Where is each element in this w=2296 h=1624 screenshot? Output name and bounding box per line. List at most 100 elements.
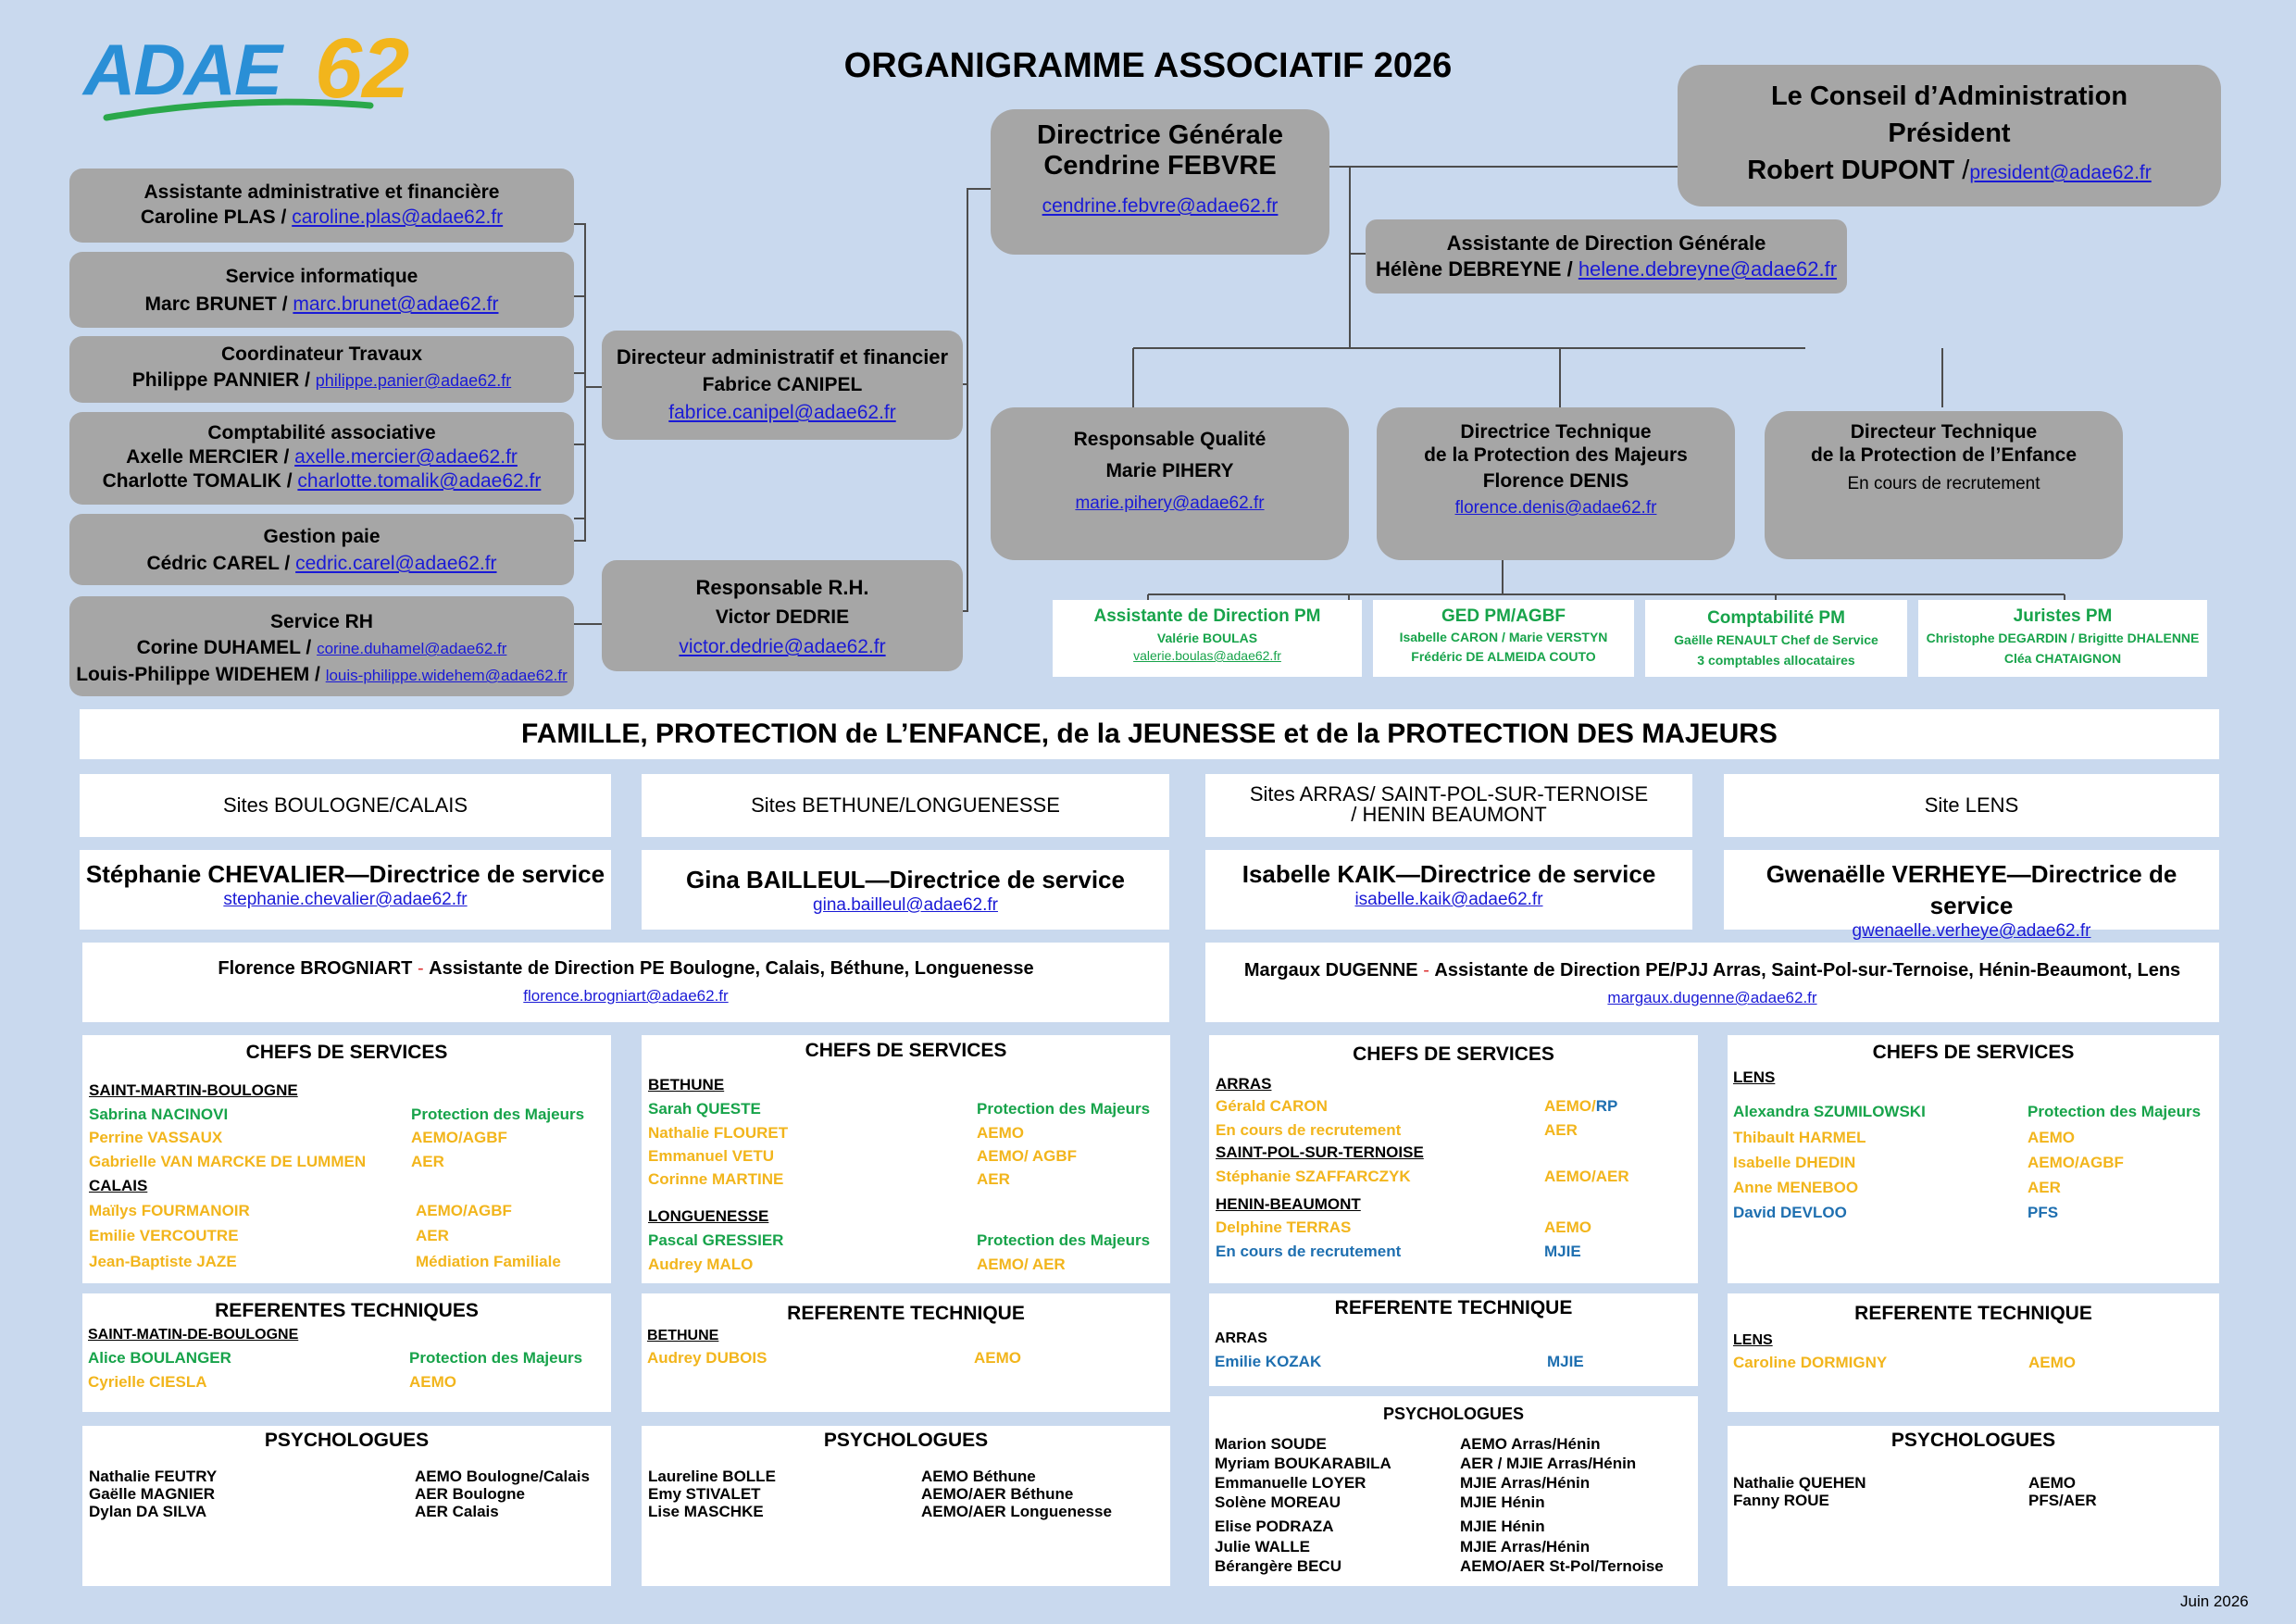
psy-name: Dylan DA SILVA: [89, 1503, 207, 1520]
rh-name: Victor DEDRIE: [715, 606, 850, 628]
pm-box-line: Gaëlle RENAULT Chef de Service: [1674, 632, 1878, 647]
email-link[interactable]: caroline.plas@adae62.fr: [292, 206, 504, 228]
site-name-line-2: / HENIN BEAUMONT: [1351, 803, 1547, 826]
chef-service: AER: [1544, 1121, 1578, 1139]
directeur-technique-pe-box: Directeur Technique de la Protection de …: [1765, 411, 2123, 559]
logo-text-adae: ADAE: [83, 29, 282, 110]
assistant-name: Florence BROGNIART: [218, 958, 413, 979]
chefs-services-lens: CHEFS DE SERVICES LENS Alexandra SZUMILO…: [1728, 1035, 2219, 1283]
chef-name: David DEVLOO: [1733, 1204, 1847, 1221]
person-name-2: Charlotte TOMALIK /: [102, 470, 298, 492]
adg-email-link[interactable]: helene.debreyne@adae62.fr: [1578, 257, 1838, 281]
psy-service: MJIE Arras/Hénin: [1460, 1474, 1591, 1492]
chef-name: Emmanuel VETU: [648, 1147, 775, 1165]
assistant-role: Assistante de Direction PE Boulogne, Cal…: [429, 958, 1034, 979]
daf-email-link[interactable]: fabrice.canipel@adae62.fr: [668, 402, 896, 423]
email-link[interactable]: axelle.mercier@adae62.fr: [294, 446, 518, 468]
chef-name: Sabrina NACINOVI: [89, 1106, 229, 1123]
box-title: Gestion paie: [263, 526, 381, 547]
pm-box-line-2: Frédéric DE ALMEIDA COUTO: [1411, 649, 1596, 664]
dtpm-email-link[interactable]: florence.denis@adae62.fr: [1454, 498, 1657, 518]
pm-box-title: Assistante de Direction PM: [1093, 606, 1321, 626]
chef-name: Pascal GRESSIER: [648, 1231, 784, 1249]
psychologues-boulogne: PSYCHOLOGUES Nathalie FEUTRY AEMO Boulog…: [82, 1426, 611, 1586]
group-label: BETHUNE: [647, 1328, 719, 1343]
chef-name: En cours de recrutement: [1216, 1121, 1402, 1139]
group-label: ARRAS: [1215, 1330, 1267, 1346]
ged-pm-agbf-box: GED PM/AGBF Isabelle CARON / Marie VERST…: [1373, 600, 1634, 677]
assistant-email-link[interactable]: florence.brogniart@adae62.fr: [523, 987, 729, 1005]
psy-service: MJIE Arras/Hénin: [1460, 1538, 1591, 1555]
psychologues-arras: PSYCHOLOGUES Marion SOUDE AEMO Arras/Hén…: [1209, 1396, 1698, 1586]
page-title: ORGANIGRAMME ASSOCIATIF 2026: [843, 46, 1453, 85]
director-email-link[interactable]: isabelle.kaik@adae62.fr: [1354, 890, 1543, 909]
psy-name: Marion SOUDE: [1215, 1435, 1327, 1453]
director-name: Isabelle KAIK—Directrice de service: [1242, 860, 1656, 888]
director-email-link[interactable]: stephanie.chevalier@adae62.fr: [223, 890, 468, 909]
chefs-services-arras: CHEFS DE SERVICES ARRAS Gérald CARON AEM…: [1209, 1035, 1698, 1283]
box-title: Coordinateur Travaux: [220, 344, 423, 365]
responsable-rh-box: Responsable R.H. Victor DEDRIE victor.de…: [602, 560, 963, 671]
rh-title: Responsable R.H.: [695, 576, 869, 599]
directeur-admin-financier-box: Directeur administratif et financier Fab…: [602, 331, 963, 440]
chef-service: AER: [416, 1227, 449, 1244]
person-name: Cédric CAREL /: [146, 553, 296, 574]
adg-name: Hélène DEBREYNE /: [1375, 257, 1578, 281]
person-name: Corine DUHAMEL /: [136, 637, 318, 658]
director-name: Stéphanie CHEVALIER—Directrice de servic…: [85, 860, 605, 888]
chef-service: AEMO/AGBF: [2028, 1154, 2124, 1171]
referente-technique-arras: REFERENTE TECHNIQUE ARRAS Emilie KOZAK M…: [1209, 1293, 1698, 1386]
coordinateur-travaux-box: Coordinateur Travaux Philippe PANNIER / …: [69, 336, 574, 403]
chef-service: AEMO: [2028, 1129, 2075, 1146]
assistante-pe-right: Margaux DUGENNE - Assistante de Directio…: [1205, 943, 2219, 1022]
director-arras: Isabelle KAIK—Directrice de service isab…: [1205, 850, 1692, 930]
director-email-link[interactable]: gina.bailleul@adae62.fr: [813, 895, 998, 915]
director-email-link[interactable]: gwenaelle.verheye@adae62.fr: [1852, 921, 2091, 941]
psy-service: AER Calais: [415, 1503, 499, 1520]
rh-email-link[interactable]: victor.dedrie@adae62.fr: [679, 636, 886, 657]
group-label: ARRAS: [1216, 1075, 1272, 1093]
service-rh-box: Service RH Corine DUHAMEL / corine.duham…: [69, 596, 574, 696]
president-email-link[interactable]: president@adae62.fr: [1969, 162, 2152, 183]
dg-email-link[interactable]: cendrine.febvre@adae62.fr: [1042, 195, 1279, 217]
pm-box-email[interactable]: valerie.boulas@adae62.fr: [1133, 648, 1281, 663]
ref-service: AEMO: [409, 1373, 456, 1391]
email-link[interactable]: corine.duhamel@adae62.fr: [317, 640, 507, 657]
email-link-2[interactable]: louis-philippe.widehem@adae62.fr: [325, 667, 568, 684]
site-name: Sites BOULOGNE/CALAIS: [222, 793, 468, 817]
chef-service: PFS: [2028, 1204, 2059, 1221]
person-name: Caroline PLAS /: [140, 206, 293, 228]
email-link[interactable]: cedric.carel@adae62.fr: [295, 553, 497, 574]
section-title: CHEFS DE SERVICES: [245, 1042, 448, 1063]
chef-service: AEMO: [1544, 1218, 1591, 1236]
chef-name: Isabelle DHEDIN: [1733, 1154, 1856, 1171]
comptabilite-pm-box: Comptabilité PM Gaëlle RENAULT Chef de S…: [1645, 600, 1907, 677]
psy-name: Emy STIVALET: [648, 1485, 761, 1503]
email-link[interactable]: marc.brunet@adae62.fr: [293, 294, 499, 315]
email-link[interactable]: philippe.panier@adae62.fr: [315, 371, 512, 390]
chef-name: Perrine VASSAUX: [89, 1129, 223, 1146]
section-title: REFERENTE TECHNIQUE: [1334, 1297, 1573, 1318]
directrice-generale-box: Directrice Générale Cendrine FEBVRE cend…: [991, 109, 1329, 255]
chef-name: Gérald CARON: [1216, 1097, 1328, 1115]
dtpm-name: Florence DENIS: [1482, 470, 1629, 492]
section-title: PSYCHOLOGUES: [1890, 1430, 2056, 1451]
president-name: Robert DUPONT: [1747, 156, 1955, 185]
pm-box-title: GED PM/AGBF: [1441, 606, 1566, 626]
conseil-president-label: Président: [1888, 119, 2011, 148]
assistante-direction-generale-box: Assistante de Direction Générale Hélène …: [1366, 219, 1847, 294]
assistant-email-link[interactable]: margaux.dugenne@adae62.fr: [1607, 989, 1817, 1006]
adg-title: Assistante de Direction Générale: [1446, 231, 1766, 255]
box-title: Service RH: [270, 611, 373, 632]
ref-service: MJIE: [1547, 1353, 1584, 1370]
chef-service: Protection des Majeurs: [977, 1231, 1151, 1249]
chef-name: Nathalie FLOURET: [648, 1124, 789, 1142]
group-label: HENIN-BEAUMONT: [1216, 1195, 1361, 1213]
email-link-2[interactable]: charlotte.tomalik@adae62.fr: [297, 470, 542, 492]
pm-box-line: Valérie BOULAS: [1156, 631, 1258, 645]
pm-box-line-2: 3 comptables allocataires: [1697, 653, 1855, 668]
psy-name: Julie WALLE: [1215, 1538, 1310, 1555]
chef-service: AEMO/ AER: [977, 1255, 1066, 1273]
juristes-pm-box: Juristes PM Christophe DEGARDIN / Brigit…: [1918, 600, 2207, 677]
qualite-email-link[interactable]: marie.pihery@adae62.fr: [1075, 493, 1265, 513]
